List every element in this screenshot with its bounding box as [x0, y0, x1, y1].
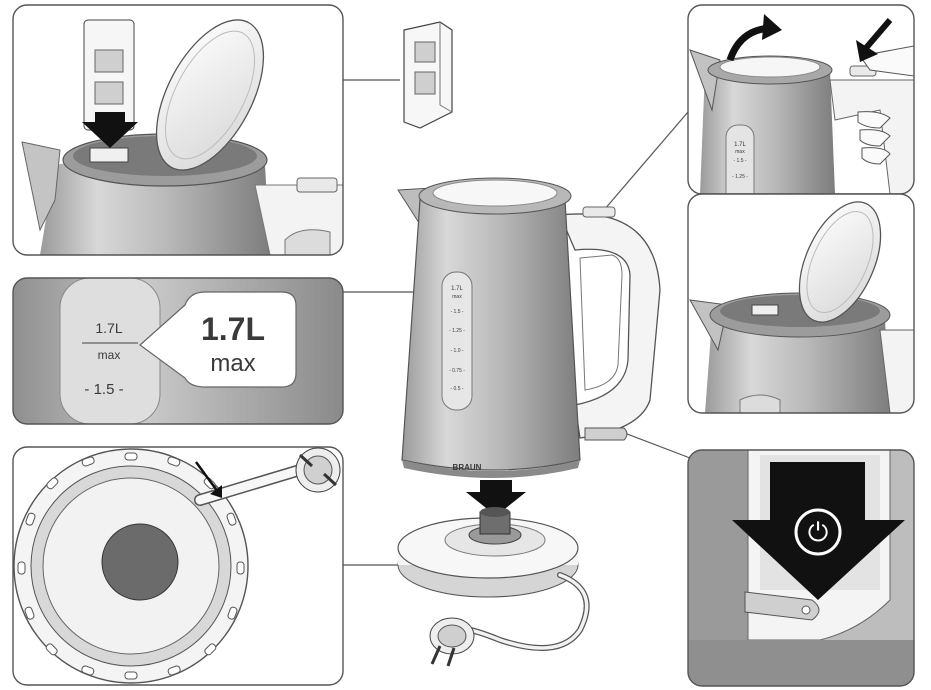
- panel-base-underside: [12, 446, 344, 686]
- power-icon: ⏻: [808, 518, 829, 548]
- level-mark: - 1.25 -: [732, 174, 748, 180]
- level-mark: - 0.75 -: [449, 368, 465, 374]
- panel-power-switch: ⏻: [687, 449, 915, 687]
- level-mark-max: max: [452, 294, 462, 300]
- level-mark: - 1.25 -: [449, 328, 465, 334]
- level-mark: - 1.5 -: [733, 158, 746, 164]
- plug-icon: [295, 447, 341, 493]
- level-mark-top: 1.7L: [734, 142, 746, 148]
- closeup-small-mark: - 1.5 -: [84, 381, 123, 398]
- level-mark: - 0.5 -: [450, 386, 463, 392]
- panel-lid-opened: [687, 193, 915, 414]
- panel-water-level: 1.7L max - 1.5 - 1.7L max: [12, 277, 344, 425]
- level-mark-top: 1.7L: [451, 286, 463, 292]
- closeup-small-bottom: max: [98, 348, 121, 362]
- panel-filter-insert: [12, 4, 344, 256]
- callout-large-top: 1.7L: [201, 311, 265, 347]
- arrow-down-icon: [466, 480, 526, 516]
- brand-logo: BRAUN: [453, 463, 482, 472]
- closeup-small-top: 1.7L: [95, 320, 122, 336]
- filter-part: [403, 21, 453, 129]
- level-mark: - 1.5 -: [450, 309, 463, 315]
- level-mark: - 1.0 -: [450, 348, 463, 354]
- level-mark-max: max: [735, 149, 745, 155]
- callout-large-bottom: max: [210, 350, 255, 377]
- water-level-scale: 1.7L max - 1.5 - - 1.25 - - 1.0 - - 0.75…: [449, 286, 465, 392]
- kettle-main: [397, 177, 661, 478]
- kettle-base: [397, 507, 590, 651]
- panel-lid-open-button: 1.7L max - 1.5 - - 1.25 -: [687, 4, 915, 195]
- vent-slots: [17, 452, 245, 680]
- plug-icon: [429, 617, 475, 667]
